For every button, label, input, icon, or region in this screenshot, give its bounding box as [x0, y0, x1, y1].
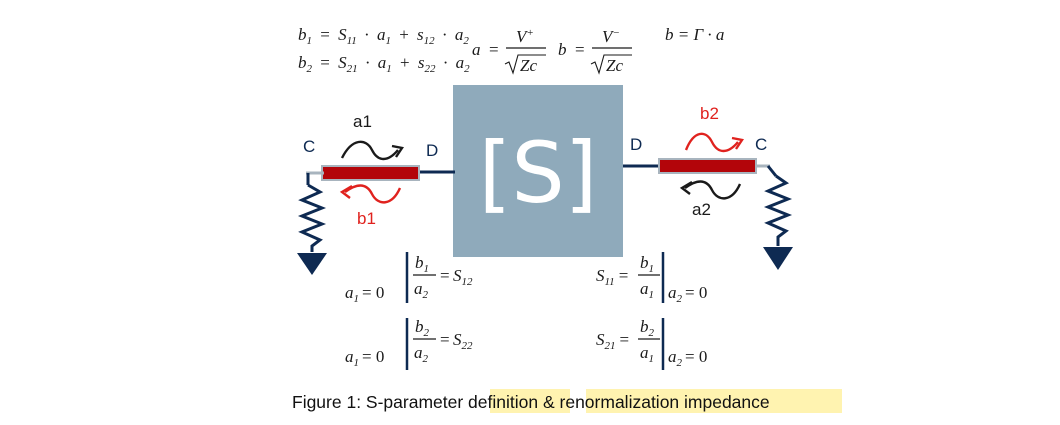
- equation-s11: S11= b1 a1 a2= 0: [596, 252, 707, 305]
- svg-text:a: a: [472, 40, 481, 59]
- resistor-right-icon: [763, 174, 793, 246]
- svg-text:=: =: [440, 266, 450, 285]
- svg-text:D: D: [426, 141, 438, 160]
- svg-text:S21=: S21=: [596, 330, 629, 352]
- svg-text:Zc: Zc: [606, 56, 623, 75]
- equation-gamma: b = Γ · a: [665, 25, 724, 44]
- resistor-left-icon: [297, 183, 327, 252]
- reflected-wave-b2-arrow: [684, 132, 739, 153]
- svg-text:=: =: [489, 40, 499, 59]
- svg-text:a1: a1: [640, 343, 654, 365]
- svg-text:a2: a2: [414, 343, 429, 365]
- svg-text:=: =: [575, 40, 585, 59]
- svg-text:C: C: [755, 135, 767, 154]
- port-2: C D b2 a2: [623, 104, 793, 270]
- svg-text:S11=: S11=: [596, 266, 628, 288]
- port-1: C D a1 b1: [297, 112, 455, 275]
- equation-a-definition: a = V+ Zc: [472, 27, 546, 75]
- svg-text:a2= 0: a2= 0: [668, 283, 707, 305]
- svg-text:=: =: [440, 330, 450, 349]
- svg-text:b: b: [558, 40, 567, 59]
- svg-text:a2: a2: [692, 200, 711, 219]
- ground-right-icon: [763, 247, 793, 270]
- svg-text:b1 = S11 ·: b1 = S11 · a1 + s12 · a2: [298, 25, 469, 48]
- svg-text:b2: b2: [700, 104, 719, 123]
- svg-text:a2= 0: a2= 0: [668, 347, 707, 369]
- svg-text:V−: V−: [602, 27, 620, 46]
- svg-text:a1= 0: a1= 0: [345, 347, 384, 369]
- svg-text:a1= 0: a1= 0: [345, 283, 384, 305]
- equation-b-definition: b = V− Zc: [558, 27, 632, 75]
- equation-b1: b1 = S11 · a1 + s12 · a2: [298, 25, 469, 48]
- equation-s22: a1= 0 b2 a2 = S22: [345, 317, 473, 370]
- reflected-wave-b1-arrow: [344, 184, 402, 204]
- svg-text:b1: b1: [640, 253, 654, 275]
- svg-text:b1: b1: [357, 209, 376, 228]
- equation-s12: a1= 0 b1 a2 = S12: [345, 252, 473, 305]
- s-matrix-box: [S]: [453, 85, 623, 257]
- equation-s21: S21= b2 a1 a2= 0: [596, 317, 707, 370]
- svg-text:b2: b2: [415, 317, 430, 339]
- svg-text:V+: V+: [516, 27, 534, 46]
- svg-text:b2: b2: [640, 317, 655, 339]
- svg-text:a1: a1: [640, 279, 654, 301]
- svg-text:b1: b1: [415, 253, 429, 275]
- incident-wave-a1-arrow: [340, 140, 399, 161]
- svg-text:S12: S12: [453, 266, 473, 288]
- svg-text:C: C: [303, 137, 315, 156]
- svg-text:b2 = S21 ·: b2 = S21 · a1 + s22 · a2: [298, 53, 470, 76]
- svg-text:S22: S22: [453, 330, 473, 352]
- svg-text:[S]: [S]: [479, 124, 598, 222]
- svg-text:Figure 1: S-parameter definiti: Figure 1: S-parameter definition & renor…: [292, 392, 770, 412]
- svg-text:D: D: [630, 135, 642, 154]
- svg-text:a2: a2: [414, 279, 429, 301]
- figure-caption: Figure 1: S-parameter definition & renor…: [292, 389, 842, 413]
- svg-text:Zc: Zc: [520, 56, 537, 75]
- equation-b2: b2 = S21 · a1 + s22 · a2: [298, 53, 470, 76]
- ground-left-icon: [297, 253, 327, 275]
- svg-text:a1: a1: [353, 112, 372, 131]
- incident-wave-a2-arrow: [684, 180, 742, 200]
- svg-text:b = Γ · a: b = Γ · a: [665, 25, 724, 44]
